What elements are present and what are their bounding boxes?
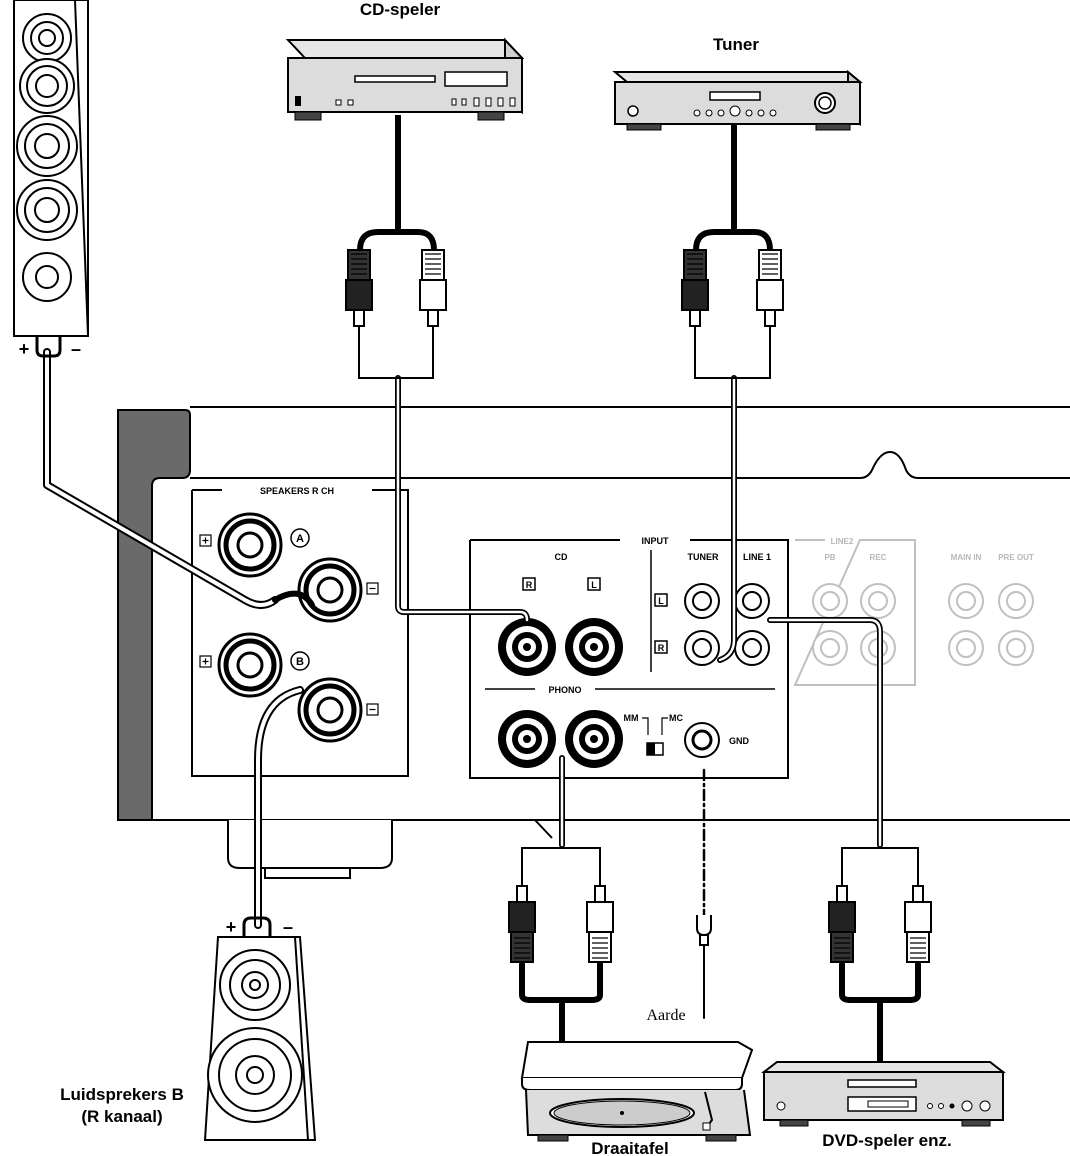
- rec-label: REC: [870, 553, 887, 562]
- svg-text:A: A: [296, 533, 304, 545]
- cd-l-marker: L: [587, 577, 601, 591]
- line2-rec-l-jack[interactable]: [860, 583, 896, 619]
- speaker-terminal-a-minus[interactable]: [297, 557, 363, 623]
- line2-pb-l-jack[interactable]: [812, 583, 848, 619]
- cables: [43, 348, 883, 1019]
- tower-speaker-minus: –: [71, 339, 81, 359]
- cd-player: [285, 37, 525, 121]
- mm-mc-switch[interactable]: [646, 742, 664, 756]
- turntable-rca-cable: [508, 847, 614, 1055]
- phono-r-jack[interactable]: [498, 710, 556, 768]
- dvd-player: [761, 1061, 1006, 1127]
- amplifier-rear-panel: [117, 406, 1070, 879]
- gnd-label: GND: [729, 736, 750, 746]
- speaker-b-minus: –: [283, 917, 293, 937]
- speakers-terminal-block: SPEAKERS R CH: [191, 486, 409, 777]
- tuner-rca-cable: [681, 125, 784, 379]
- line1-label: LINE 1: [743, 552, 771, 562]
- speakers-header-label: SPEAKERS R CH: [260, 486, 334, 496]
- main-in-l-jack[interactable]: [948, 583, 984, 619]
- tuner-label: TUNER: [688, 552, 719, 562]
- speaker-terminal-a-plus[interactable]: [217, 512, 283, 578]
- turntable-label: Draaitafel: [591, 1139, 668, 1156]
- speaker-terminal-b-minus[interactable]: [297, 677, 363, 743]
- line2-label: LINE2: [831, 537, 854, 546]
- svg-text:R: R: [658, 643, 665, 653]
- tuner-l-jack[interactable]: [684, 583, 720, 619]
- cd-r-jack[interactable]: [498, 618, 556, 676]
- svg-text:L: L: [658, 596, 664, 606]
- dvd-player-label: DVD-speler enz.: [822, 1131, 951, 1150]
- pre-out-label: PRE OUT: [998, 553, 1034, 562]
- tuner-r-jack[interactable]: [684, 630, 720, 666]
- line1-l-jack[interactable]: [734, 583, 770, 619]
- terminal-b-label: B: [290, 651, 310, 671]
- minus-marker-b: [366, 703, 379, 716]
- main-in-r-jack[interactable]: [948, 630, 984, 666]
- speaker-b: [203, 916, 317, 1141]
- plus-marker-b: [199, 655, 212, 668]
- svg-text:R: R: [526, 580, 533, 590]
- svg-text:L: L: [591, 580, 597, 590]
- speaker-b-label-line2: (R kanaal): [81, 1107, 162, 1126]
- input-header-label: INPUT: [642, 536, 670, 546]
- cd-r-marker: R: [522, 577, 536, 591]
- speaker-b-label-line1: Luidsprekers B: [60, 1085, 184, 1104]
- pre-out-l-jack[interactable]: [998, 583, 1034, 619]
- cd-label: CD: [555, 552, 568, 562]
- pb-label: PB: [824, 553, 835, 562]
- tuner-l-marker: L: [654, 593, 668, 607]
- input-block: INPUT CD TUNER LINE 1 R L L R: [469, 536, 789, 779]
- pre-out-r-jack[interactable]: [998, 630, 1034, 666]
- speaker-terminal-b-plus[interactable]: [217, 632, 283, 698]
- minus-marker-a: [366, 582, 379, 595]
- phono-label: PHONO: [548, 685, 581, 695]
- speaker-b-plus: +: [226, 917, 237, 937]
- svg-text:B: B: [296, 656, 304, 668]
- line2-pb-r-jack[interactable]: [812, 630, 848, 666]
- tower-speaker-plus: +: [19, 339, 30, 359]
- ground-spade-lug: [696, 915, 712, 946]
- line1-r-jack[interactable]: [734, 630, 770, 666]
- mm-label: MM: [624, 713, 639, 723]
- gnd-terminal[interactable]: [684, 722, 720, 758]
- cd-player-label: CD-speler: [360, 0, 441, 19]
- tuner-r-marker: R: [654, 640, 668, 654]
- tuner-label-top: Tuner: [713, 35, 759, 54]
- cd-l-jack[interactable]: [565, 618, 623, 676]
- line2-block: LINE2 PB REC MAIN IN PRE OUT: [793, 537, 1034, 686]
- terminal-a-label: A: [290, 528, 310, 548]
- ground-label: Aarde: [646, 1007, 685, 1024]
- main-in-label: MAIN IN: [951, 553, 982, 562]
- tuner: [612, 69, 863, 131]
- plus-marker-a: [199, 534, 212, 547]
- tower-speaker: [13, 0, 90, 358]
- mc-label: MC: [669, 713, 683, 723]
- dvd-rca-cable: [828, 847, 932, 1068]
- turntable: [520, 1041, 754, 1142]
- cd-rca-cable: [345, 115, 447, 379]
- phono-l-jack[interactable]: [565, 710, 623, 768]
